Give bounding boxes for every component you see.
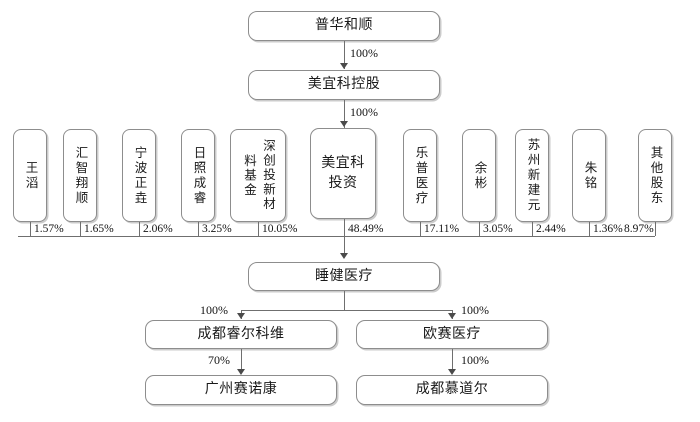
shareholder-pct-other-shareholders: 8.97%	[624, 223, 654, 235]
shareholder-pct-shenchuangtou-fund: 10.05%	[262, 223, 298, 235]
edge-label-core-to-chengdu-ruier: 100%	[200, 303, 228, 317]
node-label: 欧赛医疗	[423, 326, 481, 342]
shareholder-box-suzhou-xinjianyuan[interactable]: 苏州新建元	[515, 129, 549, 222]
node-ousai-medical[interactable]: 欧赛医疗	[356, 320, 548, 349]
edge-label-100-ousai-child: 100%	[461, 353, 489, 367]
shareholder-box-yubin[interactable]: 余彬	[462, 129, 496, 222]
edge-holding-to-meiyike-invest	[344, 100, 345, 128]
shareholder-box-other-shareholders[interactable]: 其他股东	[638, 129, 672, 222]
arrow-head	[340, 121, 348, 127]
arrow-head	[448, 369, 456, 375]
shareholder-box-shenchuangtou-fund[interactable]: 深创投新材料基金	[230, 129, 286, 222]
node-label: 美宜科控股	[307, 77, 381, 92]
stub-zhuming	[589, 222, 590, 236]
stub-lepu-medical	[420, 222, 421, 236]
stub-shenchuangtou-fund	[258, 222, 259, 236]
stub-rizhaochengrui	[198, 222, 199, 236]
shareholder-pct-zhuming: 1.36%	[593, 223, 623, 235]
edge-chengdu-ruier-to-guangzhou-sainuokang	[241, 349, 242, 373]
shareholder-name: 美宜科投资	[321, 155, 365, 191]
node-puhuaheshun[interactable]: 普华和顺	[248, 11, 440, 41]
stub-huizhixiangshun	[80, 222, 81, 236]
node-label: 普华和顺	[315, 18, 373, 33]
arrow-head	[448, 313, 456, 319]
node-chengdu-ruier-kewei[interactable]: 成都睿尔科维	[145, 320, 337, 349]
arrow-head	[340, 63, 348, 69]
shareholder-pct-meiyike-invest: 48.49%	[348, 223, 384, 235]
shareholder-name: 汇智翔顺	[73, 145, 88, 206]
node-chengdu-mudaoer[interactable]: 成都慕道尔	[356, 375, 548, 405]
edge-core-split-bar	[241, 310, 452, 311]
stub-other-shareholders	[655, 222, 656, 236]
shareholder-box-meiyike-invest[interactable]: 美宜科投资	[310, 128, 376, 219]
shareholder-name: 其他股东	[648, 145, 663, 206]
shareholder-box-rizhaochengrui[interactable]: 日照成睿	[181, 129, 215, 222]
node-label: 广州赛诺康	[204, 382, 278, 397]
node-ruijian-medical[interactable]: 睡健医疗	[248, 262, 440, 291]
shareholder-name: 王滔	[23, 160, 38, 191]
stub-wangtao	[30, 222, 31, 236]
arrow-head	[340, 253, 348, 259]
edge-label-core-to-ousai-medical: 100%	[461, 303, 489, 317]
shareholder-box-huizhixiangshun[interactable]: 汇智翔顺	[63, 129, 97, 222]
shareholder-name: 余彬	[472, 160, 487, 191]
shareholder-box-wangtao[interactable]: 王滔	[13, 129, 47, 222]
shareholder-bus-line	[18, 236, 655, 237]
stub-suzhou-xinjianyuan	[532, 222, 533, 236]
shareholder-pct-suzhou-xinjianyuan: 2.44%	[536, 223, 566, 235]
shareholder-pct-lepu-medical: 17.11%	[424, 223, 460, 235]
shareholder-pct-rizhaochengrui: 3.25%	[202, 223, 232, 235]
node-label: 成都慕道尔	[415, 382, 489, 397]
edge-bus-to-ruijian-medical	[344, 236, 345, 256]
node-guangzhou-sainuokang[interactable]: 广州赛诺康	[145, 375, 337, 405]
shareholder-pct-wangtao: 1.57%	[34, 223, 64, 235]
stub-meiyike-invest	[344, 219, 345, 236]
shareholder-box-ningbozhengyao[interactable]: 宁波正垚	[122, 129, 156, 222]
shareholder-name: 宁波正垚	[132, 145, 147, 206]
edge-puhuaheshun-to-meiyike-holding	[344, 41, 345, 69]
shareholder-name: 乐普医疗	[413, 145, 428, 206]
edge-label-100-parent-holding: 100%	[350, 46, 378, 60]
node-meiyike-holding[interactable]: 美宜科控股	[248, 70, 440, 100]
shareholder-box-lepu-medical[interactable]: 乐普医疗	[403, 129, 437, 222]
node-label: 睡健医疗	[315, 268, 373, 284]
edge-label-70-chengdu-ruier: 70%	[208, 353, 230, 367]
stub-yubin	[479, 222, 480, 236]
edge-label-100-holding-invest: 100%	[350, 105, 378, 119]
shareholder-name: 日照成睿	[191, 145, 206, 206]
shareholder-name: 深创投新材料基金	[242, 139, 275, 212]
arrow-head	[237, 313, 245, 319]
shareholder-box-zhuming[interactable]: 朱铭	[572, 129, 606, 222]
shareholder-pct-ningbozhengyao: 2.06%	[143, 223, 173, 235]
shareholder-pct-huizhixiangshun: 1.65%	[84, 223, 114, 235]
node-label: 成都睿尔科维	[197, 326, 285, 342]
shareholder-pct-yubin: 3.05%	[483, 223, 513, 235]
arrow-head	[237, 369, 245, 375]
shareholder-name: 苏州新建元	[525, 138, 540, 213]
shareholder-name: 朱铭	[582, 160, 597, 191]
edge-ousai-to-chengdu-mudaoer	[452, 349, 453, 373]
edge-core-down	[344, 291, 345, 310]
stub-ningbozhengyao	[139, 222, 140, 236]
